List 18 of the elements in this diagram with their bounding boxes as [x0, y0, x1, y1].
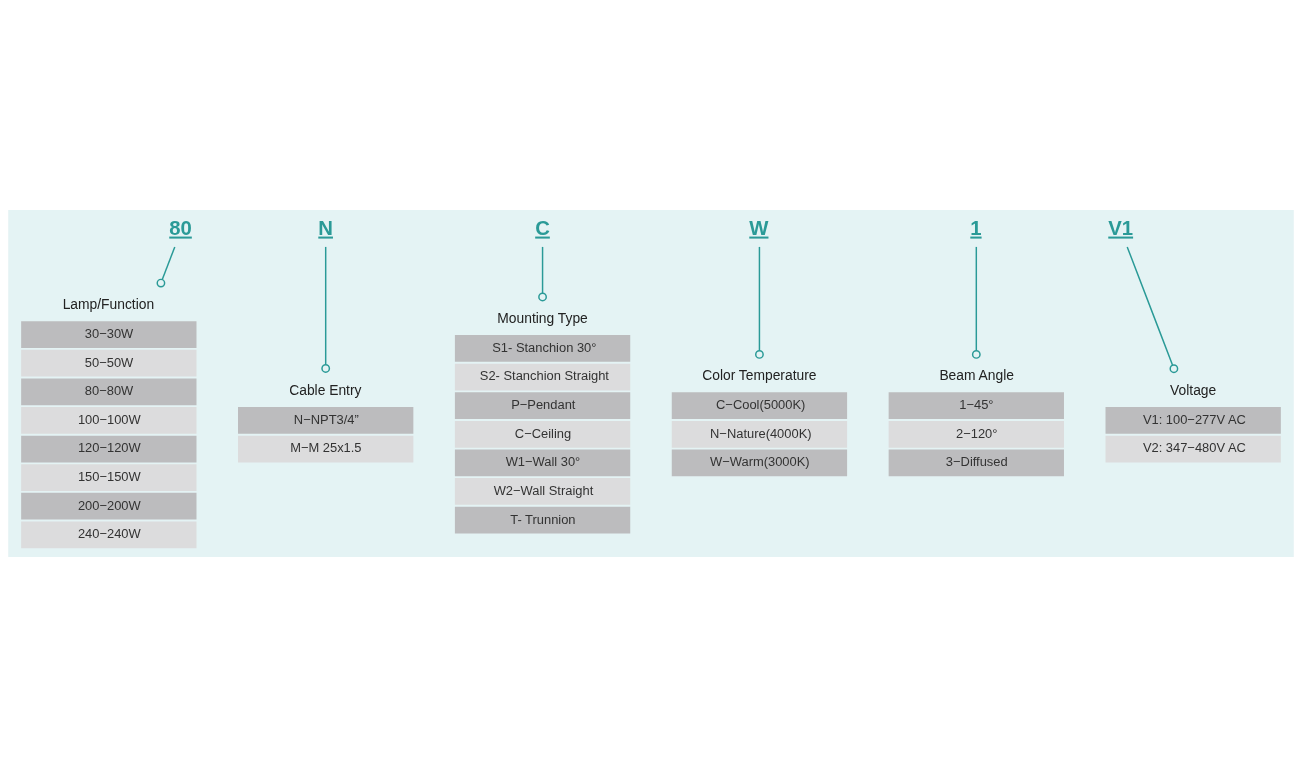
node-label: Mounting Type	[497, 309, 588, 326]
node-label: Beam Angle	[939, 366, 1014, 383]
connector	[1126, 245, 1179, 373]
node-text: W	[749, 216, 769, 239]
connector	[755, 245, 764, 359]
node-text: 1	[970, 216, 982, 239]
node-label: Voltage	[1170, 381, 1217, 398]
connector	[538, 245, 547, 301]
connector	[971, 245, 981, 359]
node-label: Cable Entry	[289, 381, 362, 398]
node-label: Lamp/Function	[62, 295, 155, 312]
node-text: N	[318, 216, 333, 239]
node-text: C	[535, 216, 550, 239]
connector	[321, 245, 331, 373]
node-text: 80	[169, 216, 192, 239]
node-label: Color Temperature	[702, 366, 817, 383]
node-text: V1	[1108, 216, 1134, 239]
connector	[156, 245, 176, 287]
